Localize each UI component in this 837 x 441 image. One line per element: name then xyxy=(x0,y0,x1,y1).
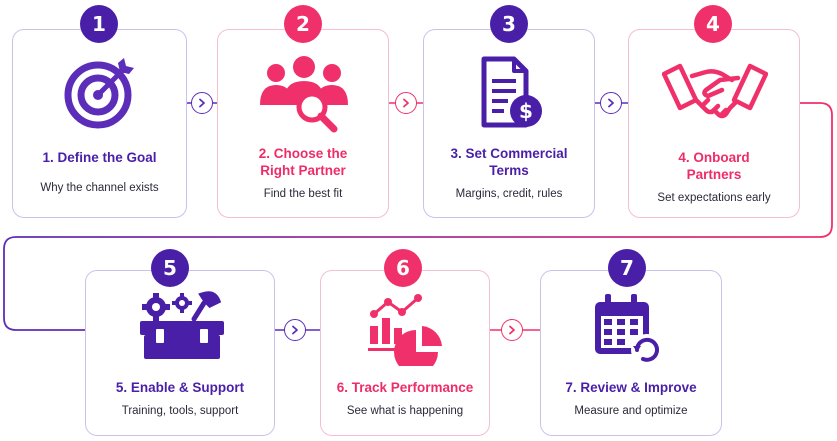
svg-text:$: $ xyxy=(519,99,533,123)
target-icon xyxy=(64,58,134,129)
document-dollar-icon: $ xyxy=(481,56,542,128)
step-4-description: Set expectations early xyxy=(657,192,771,204)
handshake-icon xyxy=(662,63,768,119)
partner-search-icon xyxy=(260,56,348,133)
step-5-title: 5. Enable & Support xyxy=(115,380,245,395)
step-1-badge: 1 xyxy=(80,5,118,43)
step-6-badge: 6 xyxy=(384,249,422,287)
step-4-title-line-2: Partners xyxy=(686,167,742,182)
step-7-description: Measure and optimize xyxy=(574,405,688,417)
arrow-6-to-7 xyxy=(501,319,523,341)
arrow-5-to-6 xyxy=(284,319,306,341)
step-4-card xyxy=(628,29,800,218)
analytics-icon xyxy=(368,294,442,366)
step-3-title-line-2: Terms xyxy=(489,163,529,178)
step-5-description: Training, tools, support xyxy=(121,405,239,417)
step-3-title-line-1: 3. Set Commercial xyxy=(450,146,568,161)
step-4-title-line-1: 4. Onboard xyxy=(678,150,750,165)
step-2-description: Find the best fit xyxy=(263,188,343,200)
arrow-3-to-4 xyxy=(600,92,622,114)
step-7-badge: 7 xyxy=(608,249,646,287)
step-1-card xyxy=(12,29,187,218)
step-3-description: Margins, credit, rules xyxy=(455,188,563,200)
step-7-title: 7. Review & Improve xyxy=(565,380,697,395)
step-2-title-line-2: Right Partner xyxy=(260,163,346,178)
step-6-title: 6. Track Performance xyxy=(336,380,474,395)
step-3-badge: 3 xyxy=(490,5,528,43)
step-6-description: See what is happening xyxy=(346,405,464,417)
calendar-refresh-icon xyxy=(595,294,663,366)
step-5-badge: 5 xyxy=(151,249,189,287)
step-2-title-line-1: 2. Choose the xyxy=(258,146,348,161)
arrow-1-to-2 xyxy=(191,92,213,114)
step-4-badge: 4 xyxy=(694,5,732,43)
toolbox-icon xyxy=(140,291,224,359)
step-2-badge: 2 xyxy=(284,5,322,43)
step-1-title: 1. Define the Goal xyxy=(42,150,157,165)
step-1-description: Why the channel exists xyxy=(40,182,159,194)
arrow-2-to-3 xyxy=(395,92,417,114)
